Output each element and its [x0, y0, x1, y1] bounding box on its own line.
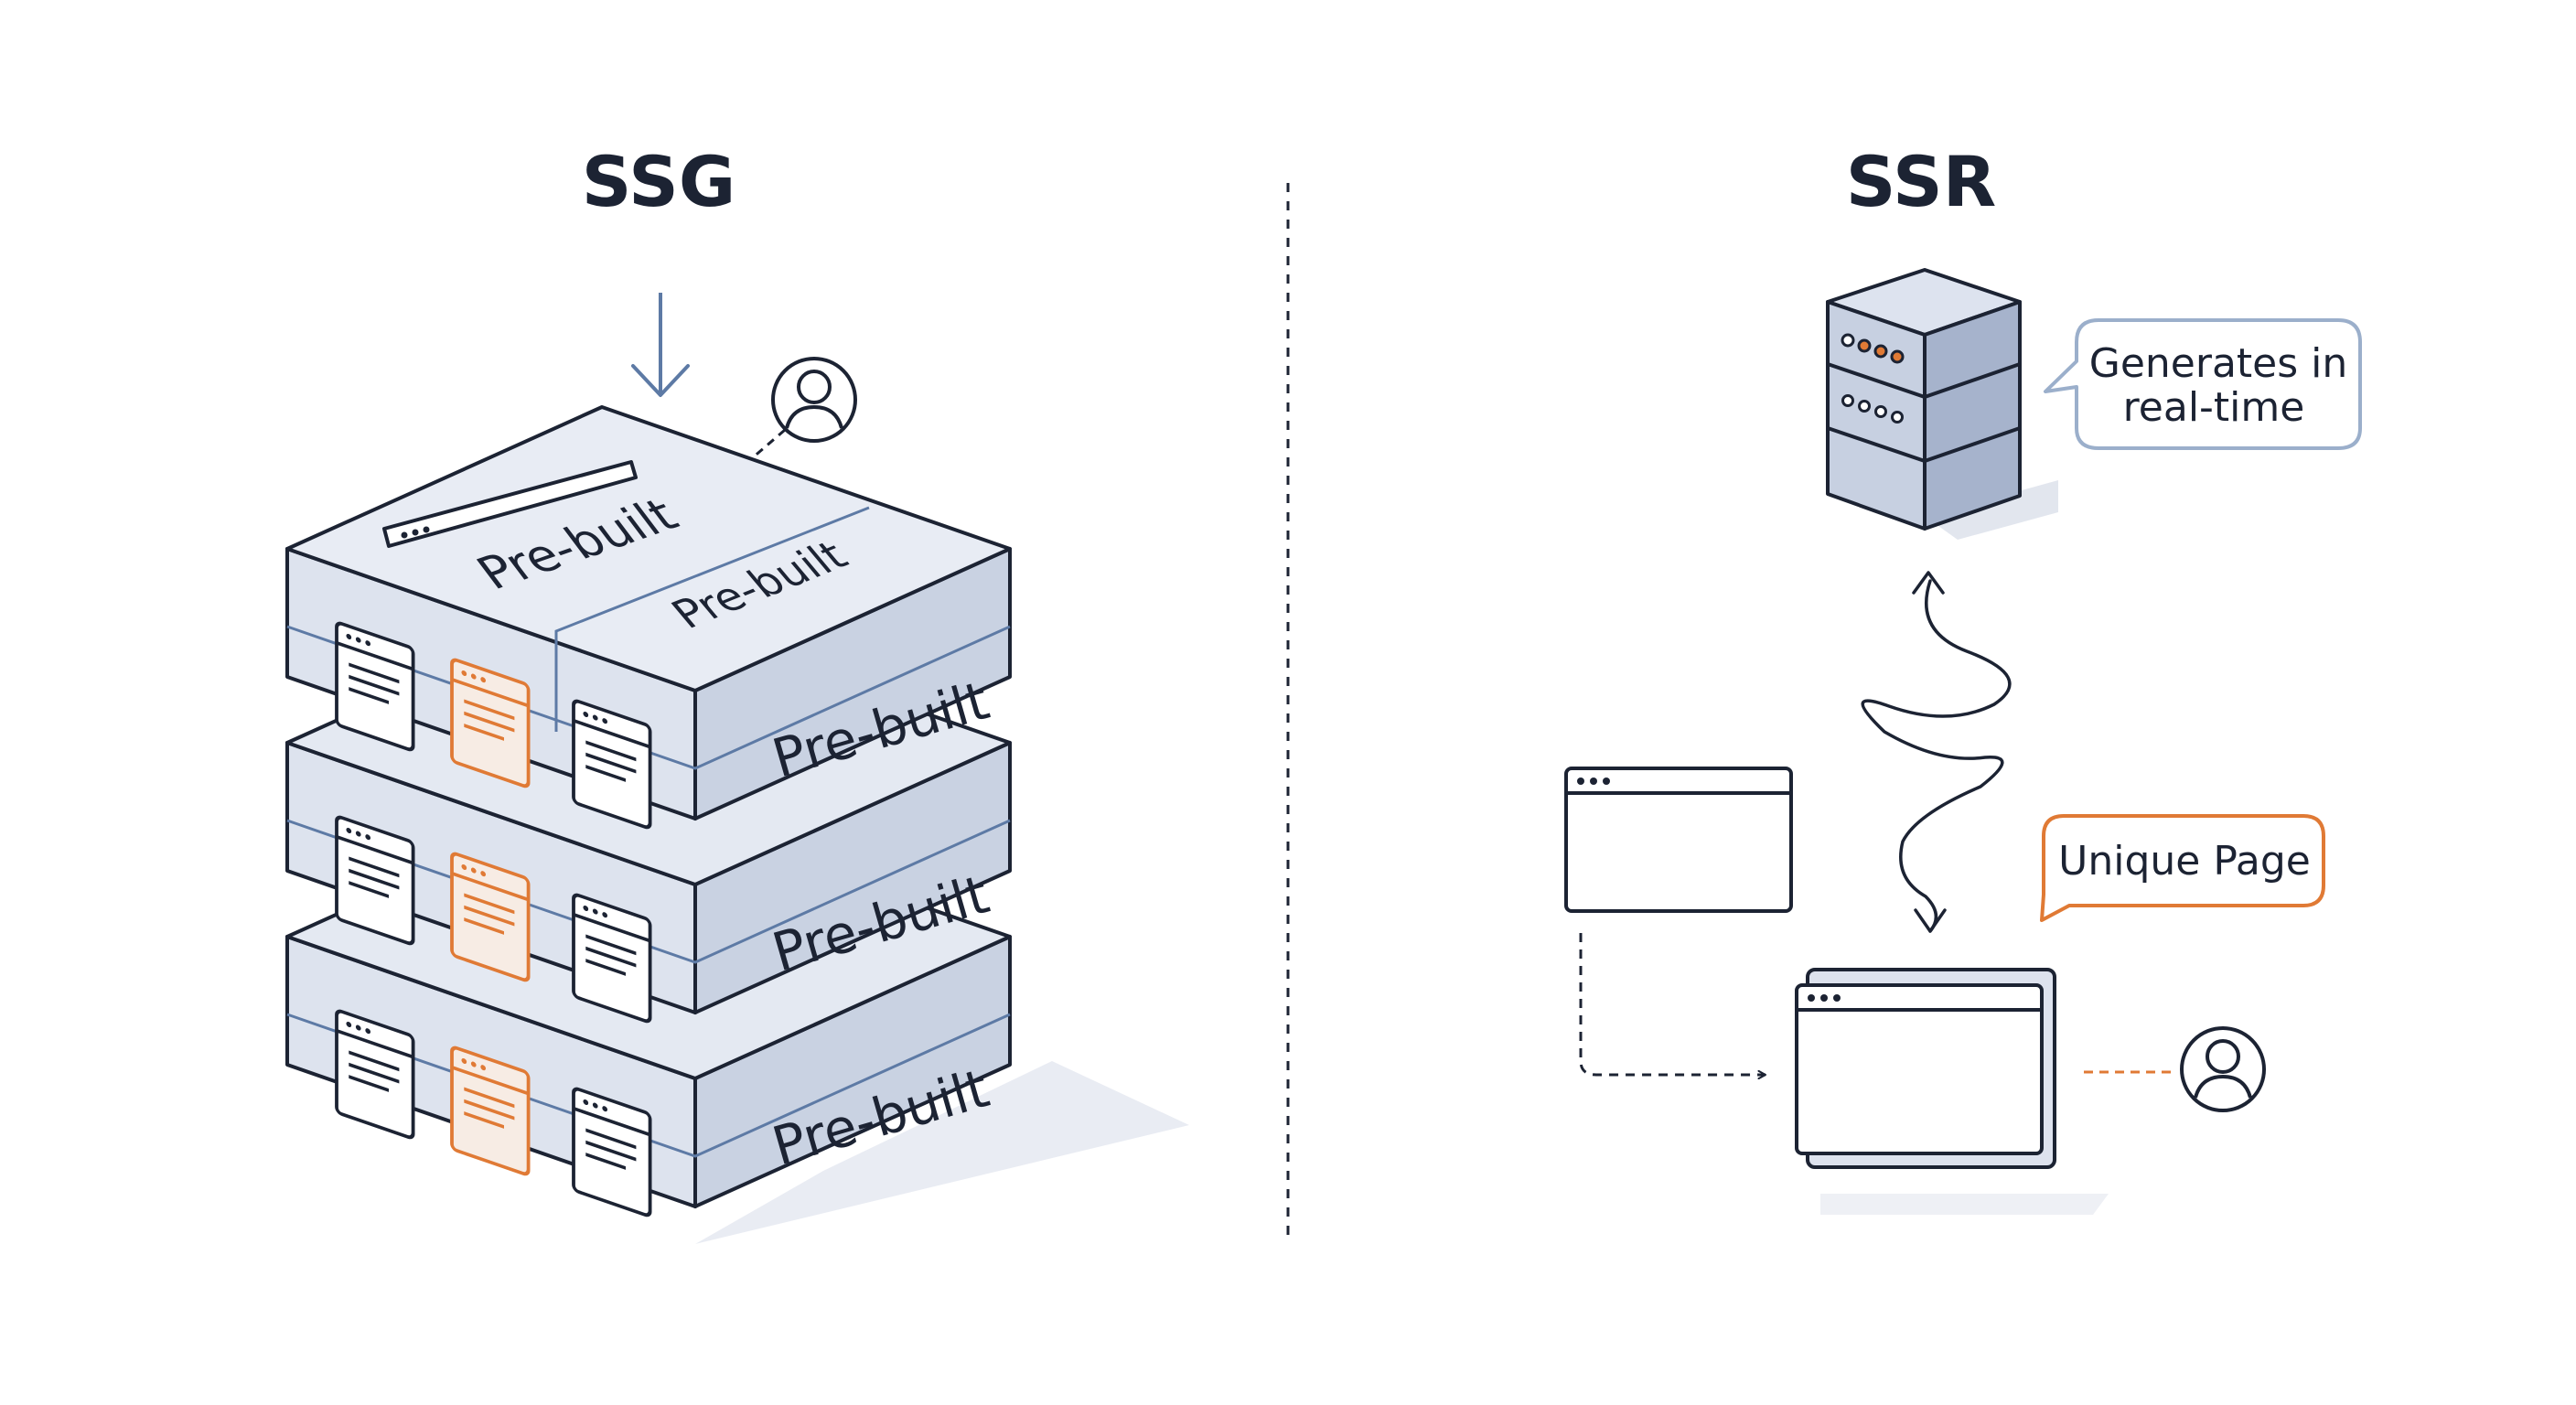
user-icon: [771, 357, 857, 443]
request-response-squiggle: [1861, 579, 2012, 933]
prebuilt-block-1: [285, 405, 1012, 820]
rendered-page-window: [1795, 968, 2109, 1215]
request-browser-window: [1564, 767, 1793, 913]
server-speech-bubble: Generates in real-time: [2044, 318, 2362, 450]
ssg-block-stack: Pre-built Pre-built Pre-built Pre-built …: [285, 405, 1012, 1217]
ssr-title: SSR: [1846, 141, 1997, 222]
user-icon: [2180, 1026, 2266, 1112]
ssg-title: SSG: [582, 141, 735, 222]
user-request-arrow: [732, 428, 786, 477]
server-bubble-line-1: Generates in: [2089, 340, 2348, 387]
request-flow-arrow: [1579, 933, 1766, 1075]
arrow-down-to-page: [1914, 908, 1947, 933]
arrow-down-icon: [631, 293, 690, 397]
stack-shadow: [695, 1061, 1189, 1244]
server-icon: [1826, 268, 2058, 540]
unique-page-bubble: Unique Page: [2040, 814, 2325, 922]
unique-page-label: Unique Page: [2058, 838, 2311, 885]
server-bubble-line-2: real-time: [2123, 384, 2305, 431]
arrow-up-to-server: [1912, 571, 1945, 595]
